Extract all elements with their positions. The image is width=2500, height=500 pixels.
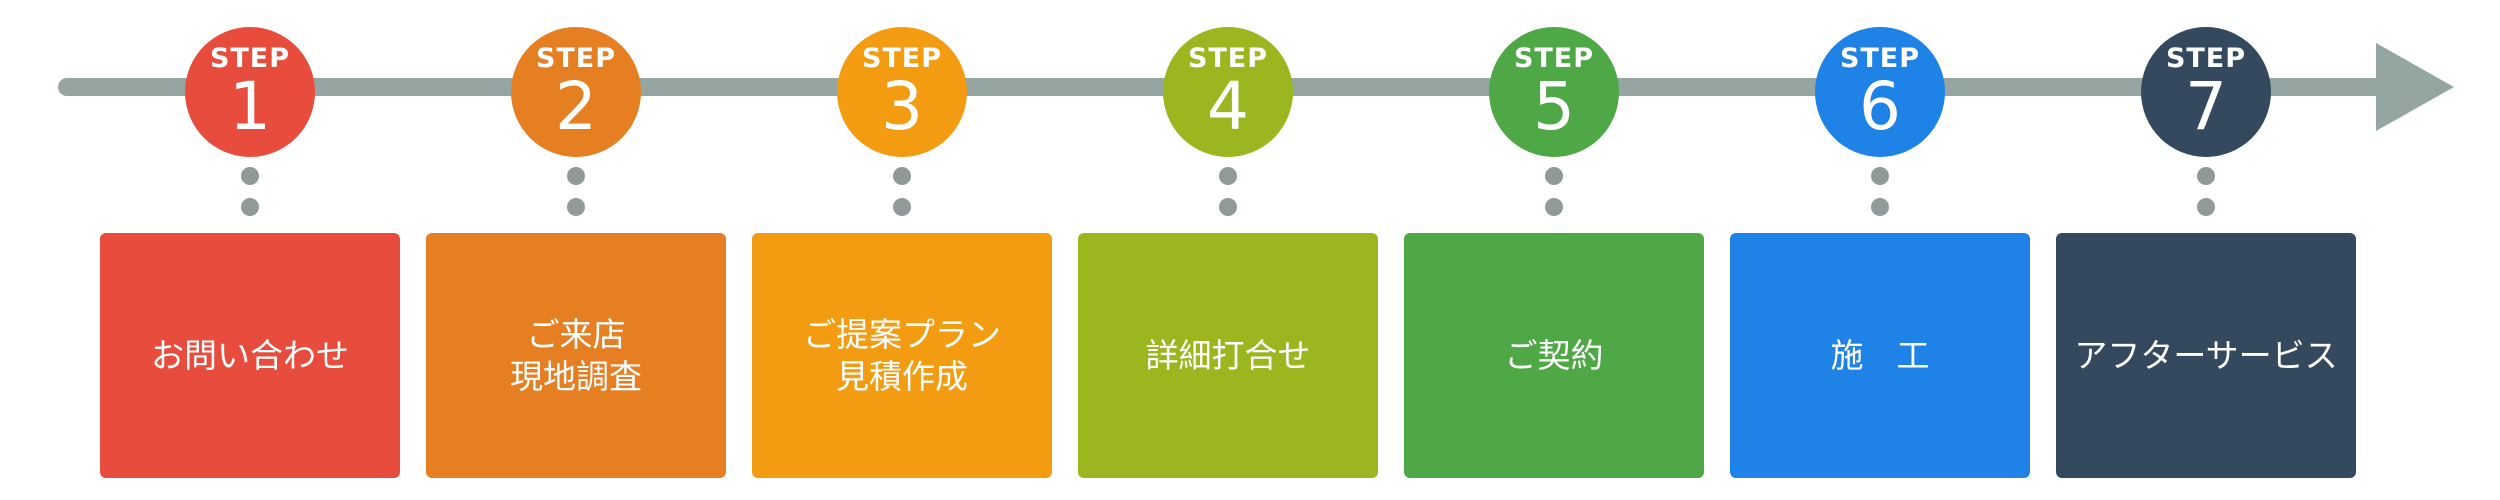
step-label: 施 工 [1830,335,1930,375]
step-number: 4 [1207,68,1249,145]
connector-dot [1871,167,1889,185]
connector-dot [2197,167,2215,185]
step-4: STEP 4 詳細打合せ [1078,0,1378,500]
step-3: STEP 3 ご提案プラン 見積作成 [752,0,1052,500]
step-1-box: お問い合わせ [100,233,400,478]
step-7-box: アフターサービス [2056,233,2356,478]
step-word: STEP [861,43,943,74]
step-label: お問い合わせ [151,335,349,375]
connector-dot [1871,198,1889,216]
connector-dot [567,167,585,185]
connector-dot [241,198,259,216]
connector-dot [1219,198,1237,216]
step-1: STEP 1 お問い合わせ [100,0,400,500]
step-5-marker: STEP 5 [1489,27,1619,157]
step-label: ご契約 [1504,335,1604,375]
step-number: 1 [229,68,271,145]
step-label: ご来店 現地調査 [510,314,642,396]
step-4-marker: STEP 4 [1163,27,1293,157]
connector-dot [893,198,911,216]
connector-dot [567,198,585,216]
step-5-box: ご契約 [1404,233,1704,478]
step-label: 詳細打合せ [1145,335,1311,375]
step-label: ご提案プラン 見積作成 [803,314,1001,396]
step-3-box: ご提案プラン 見積作成 [752,233,1052,478]
step-number: 7 [2185,68,2227,145]
connector-dot [1545,198,1563,216]
step-7: STEP 7 アフターサービス [2056,0,2356,500]
step-6-marker: STEP 6 [1815,27,1945,157]
step-word: STEP [209,43,291,74]
step-2-box: ご来店 現地調査 [426,233,726,478]
step-6-box: 施 工 [1730,233,2030,478]
step-label: アフターサービス [2074,335,2338,375]
step-6: STEP 6 施 工 [1730,0,2030,500]
connector-dot [1545,167,1563,185]
step-7-marker: STEP 7 [2141,27,2271,157]
step-2-marker: STEP 2 [511,27,641,157]
step-word: STEP [2165,43,2247,74]
step-1-marker: STEP 1 [185,27,315,157]
step-5: STEP 5 ご契約 [1404,0,1704,500]
step-4-box: 詳細打合せ [1078,233,1378,478]
step-3-marker: STEP 3 [837,27,967,157]
step-word: STEP [535,43,617,74]
connector-dot [1219,167,1237,185]
step-number: 5 [1533,68,1575,145]
step-number: 6 [1859,68,1901,145]
step-word: STEP [1513,43,1595,74]
step-2: STEP 2 ご来店 現地調査 [426,0,726,500]
step-word: STEP [1839,43,1921,74]
step-word: STEP [1187,43,1269,74]
connector-dot [2197,198,2215,216]
timeline-arrowhead [2376,43,2454,131]
connector-dot [893,167,911,185]
step-number: 2 [555,68,597,145]
connector-dot [241,167,259,185]
step-number: 3 [881,68,923,145]
